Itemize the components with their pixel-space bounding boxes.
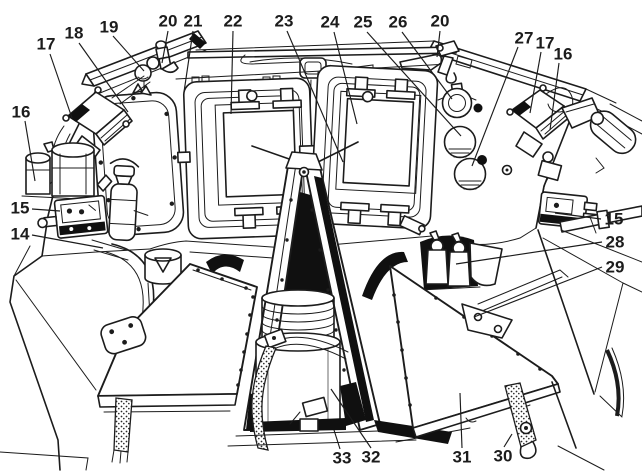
- callout-label-16-14: 16: [12, 103, 31, 122]
- leader-line-17-12: [529, 51, 542, 114]
- pedal-mechanism: [289, 396, 329, 425]
- leader-line-14-16: [31, 234, 104, 249]
- hull-right-lines: [537, 229, 642, 471]
- left-canisters: [21, 141, 101, 201]
- callout-label-27-11: 27: [515, 29, 534, 48]
- callout-label-19-2: 19: [100, 18, 119, 37]
- left-strap: [111, 397, 133, 464]
- leader-line-29-19: [473, 266, 603, 318]
- leader-line-23-6: [286, 30, 344, 163]
- leader-line-26-9: [401, 31, 453, 100]
- callout-label-20-3: 20: [159, 12, 178, 31]
- right-tank-hook: [595, 157, 605, 174]
- dome-light-knobs: [132, 56, 160, 96]
- hull-left-lines: [0, 245, 97, 471]
- callout-label-20-10: 20: [431, 12, 450, 31]
- callout-label-14-16: 14: [11, 225, 30, 244]
- right-hatch-latch: [435, 40, 473, 84]
- callout-label-33-20: 33: [333, 449, 352, 468]
- oil-cans: [419, 230, 503, 291]
- leader-line-15-15: [31, 208, 61, 212]
- left-hatch-latch: [155, 40, 179, 74]
- roof-bar: [175, 40, 457, 90]
- callout-label-16-13: 16: [554, 45, 573, 64]
- leader-line-27-11: [471, 46, 519, 167]
- callout-label-31-22: 31: [453, 448, 472, 467]
- left-seat-table: [97, 263, 258, 413]
- callout-label-29-19: 29: [606, 258, 625, 277]
- left-wheel-well: [206, 254, 244, 274]
- leader-line-28-18: [455, 241, 603, 265]
- left-junction-box: [37, 194, 109, 239]
- leader-line-24-7: [333, 31, 358, 125]
- callout-label-30-23: 30: [494, 447, 513, 466]
- leader-line-15-17: [554, 212, 602, 220]
- right-tank: [589, 110, 637, 155]
- leader-line-16-14: [24, 120, 36, 182]
- callout-label-32-21: 32: [362, 448, 381, 467]
- leader-line-22-5: [230, 30, 234, 115]
- right-wheel-well: [362, 251, 408, 300]
- right-strap: [504, 382, 537, 460]
- leader-line-20-3: [161, 30, 169, 64]
- callout-label-15-15: 15: [11, 199, 30, 218]
- leader-line-18-1: [78, 42, 129, 113]
- leader-line-33-20: [333, 429, 341, 450]
- leader-line-32-21: [330, 388, 372, 449]
- rope-strap: [251, 345, 277, 451]
- leader-line-17-0: [49, 53, 73, 119]
- leader-line-21-4: [183, 30, 194, 93]
- callout-label-24-7: 24: [321, 13, 340, 32]
- callout-label-22-5: 22: [224, 12, 243, 31]
- callout-label-17-0: 17: [37, 35, 56, 54]
- callout-label-25-8: 25: [354, 13, 373, 32]
- callout-label-28-18: 28: [606, 233, 625, 252]
- leader-line-25-8: [366, 31, 462, 137]
- callout-label-26-9: 26: [389, 13, 408, 32]
- callout-label-18-1: 18: [65, 24, 84, 43]
- leader-line-19-2: [112, 35, 145, 72]
- instrument-dials: [437, 82, 513, 191]
- right-windshield-hatch: [309, 64, 439, 236]
- callout-label-15-17: 15: [605, 210, 624, 229]
- leader-line-16-13: [549, 62, 560, 131]
- callout-label-17-12: 17: [536, 34, 555, 53]
- leader-line-31-22: [459, 392, 463, 449]
- right-seat-table: [374, 265, 577, 449]
- fire-extinguisher: [96, 158, 149, 242]
- leader-line-30-23: [503, 433, 513, 448]
- callout-label-23-6: 23: [275, 12, 294, 31]
- callout-label-21-4: 21: [184, 12, 203, 31]
- right-periscope: [506, 84, 601, 201]
- leader-line-20-10: [436, 30, 441, 58]
